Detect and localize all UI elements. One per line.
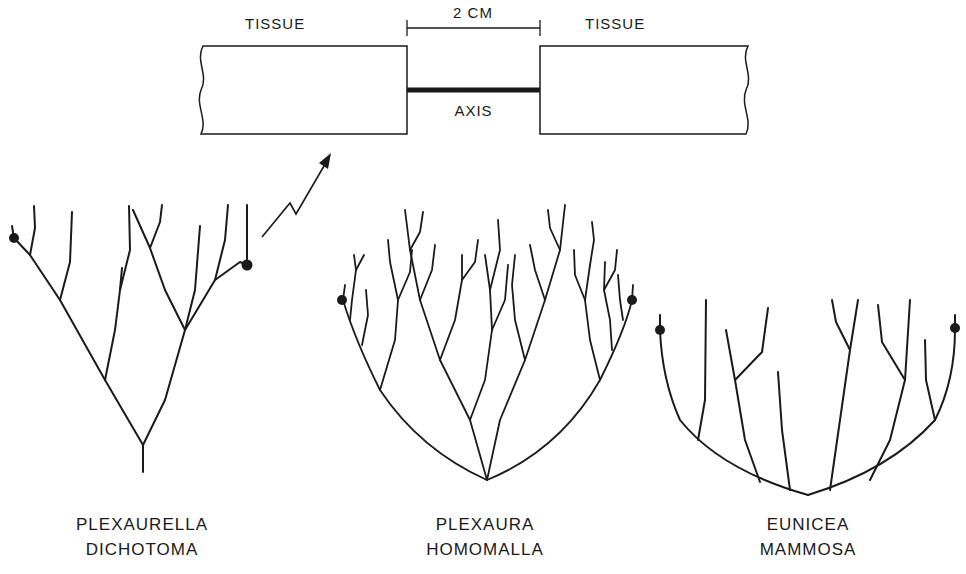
sample-dot: [655, 325, 665, 335]
colony-dichotoma: [12, 205, 247, 472]
dimension-line: [407, 27, 540, 28]
tissue-outline: [195, 45, 407, 135]
tissue-block: TISSUE: [540, 45, 757, 135]
tissue-block: TISSUE: [195, 45, 407, 135]
tissue-label: TISSUE: [585, 15, 645, 32]
sample-dot: [627, 295, 637, 305]
colony-mammosa: [660, 300, 955, 495]
sample-dot: [950, 323, 960, 333]
tissue-outline: [540, 45, 757, 135]
species-name: PLEXAURA HOMOMALLA: [400, 512, 570, 562]
dimension-tick: [406, 20, 407, 36]
colony-homomalla: [343, 205, 633, 480]
pointer-head: [319, 153, 331, 169]
species-name: PLEXAURELLA DICHOTOMA: [57, 512, 227, 562]
sample-dot: [242, 260, 253, 271]
axis-line: [407, 90, 540, 91]
axis-label: AXIS: [454, 102, 492, 119]
sample-dot: [337, 295, 347, 305]
dimension-tick: [539, 20, 540, 36]
zigzag-pointer: [262, 166, 324, 237]
tissue-label: TISSUE: [245, 15, 305, 32]
species-name: EUNICEA MAMMOSA: [723, 512, 893, 562]
dimension-label: 2 CM: [423, 4, 523, 22]
sample-dot: [9, 233, 19, 243]
